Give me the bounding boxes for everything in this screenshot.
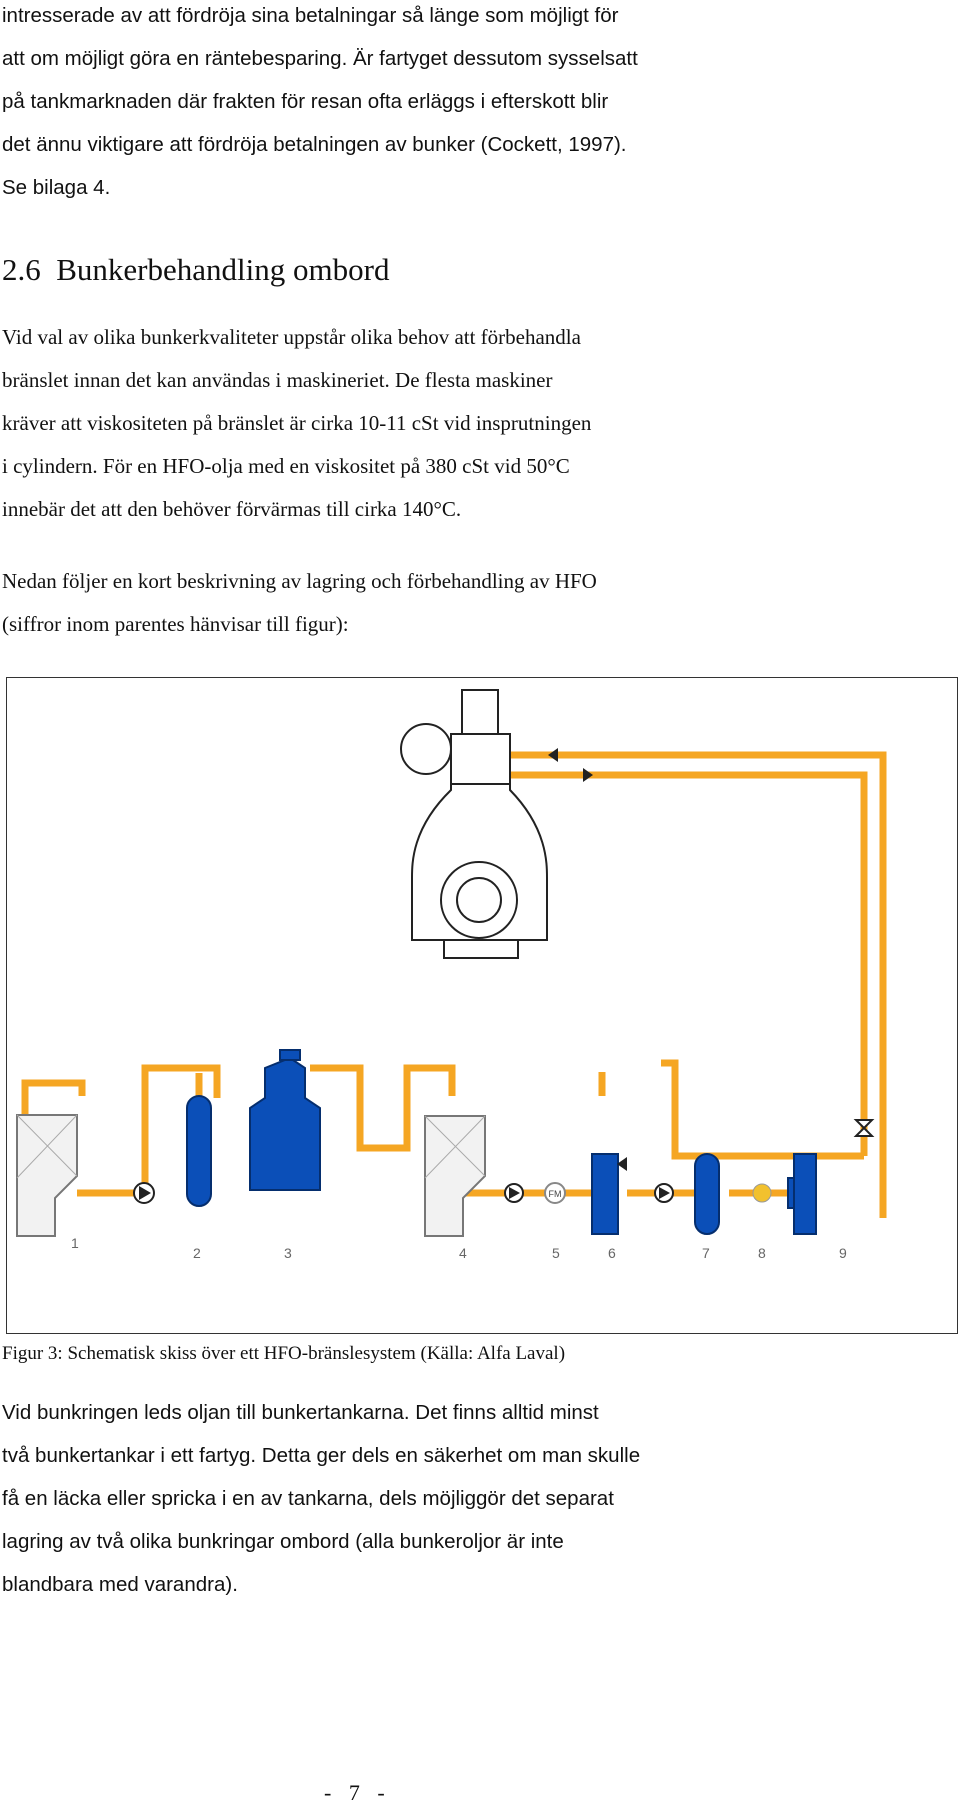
text-line: två bunkertankar i ett fartyg. Detta ger… bbox=[2, 1444, 641, 1467]
text-line: bränslet innan det kan användas i maskin… bbox=[2, 368, 553, 392]
component-label-7: 7 bbox=[702, 1245, 710, 1261]
component-label-8: 8 bbox=[758, 1245, 766, 1261]
page-number: - 7 - bbox=[324, 1780, 391, 1805]
intro-paragraph: intresserade av att fördröja sina betaln… bbox=[2, 0, 702, 209]
component-label-1: 1 bbox=[71, 1235, 79, 1251]
pump-icon bbox=[133, 1182, 155, 1204]
service-tank-4 bbox=[424, 1115, 486, 1237]
separator-3 bbox=[249, 1049, 321, 1191]
pipe-3-4 bbox=[310, 1064, 456, 1152]
pipe-1-2 bbox=[77, 1064, 221, 1197]
text-line: Se bilaga 4. bbox=[2, 176, 111, 199]
component-labels: 1 2 3 4 5 6 7 8 9 bbox=[71, 1235, 847, 1261]
pipe-engine-upper bbox=[502, 751, 887, 1148]
paragraph-description-intro: Nedan följer en kort beskrivning av lagr… bbox=[2, 560, 702, 646]
mixing-tank-6 bbox=[591, 1153, 627, 1235]
paragraph-bunkering: Vid bunkringen leds oljan till bunkertan… bbox=[2, 1391, 702, 1606]
text-line: få en läcka eller spricka i en av tankar… bbox=[2, 1487, 614, 1510]
engine bbox=[400, 689, 548, 959]
component-label-6: 6 bbox=[608, 1245, 616, 1261]
settling-tank-1 bbox=[16, 1114, 78, 1237]
text-line: i cylindern. För en HFO-olja med en visk… bbox=[2, 454, 570, 478]
hfo-system-figure: FM 1 2 3 4 5 6 7 8 9 bbox=[6, 677, 958, 1334]
engine-cylinder-block bbox=[450, 733, 511, 785]
text-line: Vid bunkringen leds oljan till bunkertan… bbox=[2, 1401, 599, 1424]
engine-base bbox=[443, 939, 519, 959]
pipe-tank1-inlet bbox=[21, 1079, 86, 1118]
pipe-engine-lower bbox=[502, 771, 868, 1156]
section-title: Bunkerbehandling ombord bbox=[56, 252, 390, 287]
viscosimeter-8 bbox=[752, 1183, 772, 1203]
text-line: blandbara med varandra). bbox=[2, 1573, 238, 1596]
fuel-pipes bbox=[21, 751, 887, 1218]
flowmeter-5: FM bbox=[544, 1182, 566, 1204]
pump-icon bbox=[654, 1183, 674, 1203]
text-line: Nedan följer en kort beskrivning av lagr… bbox=[2, 569, 597, 593]
pump-icon bbox=[504, 1183, 524, 1203]
text-line: Vid val av olika bunkerkvaliteter uppstå… bbox=[2, 325, 581, 349]
arrow-icon bbox=[548, 748, 558, 762]
text-line: innebär det att den behöver förvärmas ti… bbox=[2, 497, 462, 521]
filter-9 bbox=[787, 1153, 817, 1235]
component-label-4: 4 bbox=[459, 1245, 467, 1261]
arrow-icon bbox=[583, 768, 593, 782]
engine-top-cylinder bbox=[461, 689, 499, 739]
section-number: 2.6 bbox=[2, 252, 41, 287]
component-label-2: 2 bbox=[193, 1245, 201, 1261]
text-line: kräver att viskositeten på bränslet är c… bbox=[2, 411, 592, 435]
heater-2 bbox=[186, 1095, 212, 1207]
component-label-3: 3 bbox=[284, 1245, 292, 1261]
engine-turbocharger bbox=[400, 723, 452, 775]
component-label-5: 5 bbox=[552, 1245, 560, 1261]
valve-icon bbox=[853, 1119, 875, 1137]
figure-caption: Figur 3: Schematisk skiss över ett HFO-b… bbox=[2, 1343, 566, 1364]
heater-7 bbox=[694, 1153, 720, 1235]
text-line: att om möjligt göra en räntebesparing. Ä… bbox=[2, 47, 638, 70]
text-line: intresserade av att fördröja sina betaln… bbox=[2, 4, 619, 27]
hfo-schematic-svg: FM 1 2 3 4 5 6 7 8 9 bbox=[16, 689, 887, 1261]
component-label-9: 9 bbox=[839, 1245, 847, 1261]
text-line: på tankmarknaden där frakten för resan o… bbox=[2, 90, 609, 113]
pipe-return bbox=[661, 1059, 864, 1160]
text-line: lagring av två olika bunkringar ombord (… bbox=[2, 1530, 564, 1553]
engine-flywheel-inner bbox=[456, 877, 502, 923]
flowmeter-label: FM bbox=[549, 1189, 562, 1199]
text-line: det ännu viktigare att fördröja betalnin… bbox=[2, 133, 627, 156]
paragraph-viscosity: Vid val av olika bunkerkvaliteter uppstå… bbox=[2, 316, 702, 531]
section-heading: 2.6 Bunkerbehandling ombord bbox=[2, 252, 389, 288]
text-line: (siffror inom parentes hänvisar till fig… bbox=[2, 612, 349, 636]
